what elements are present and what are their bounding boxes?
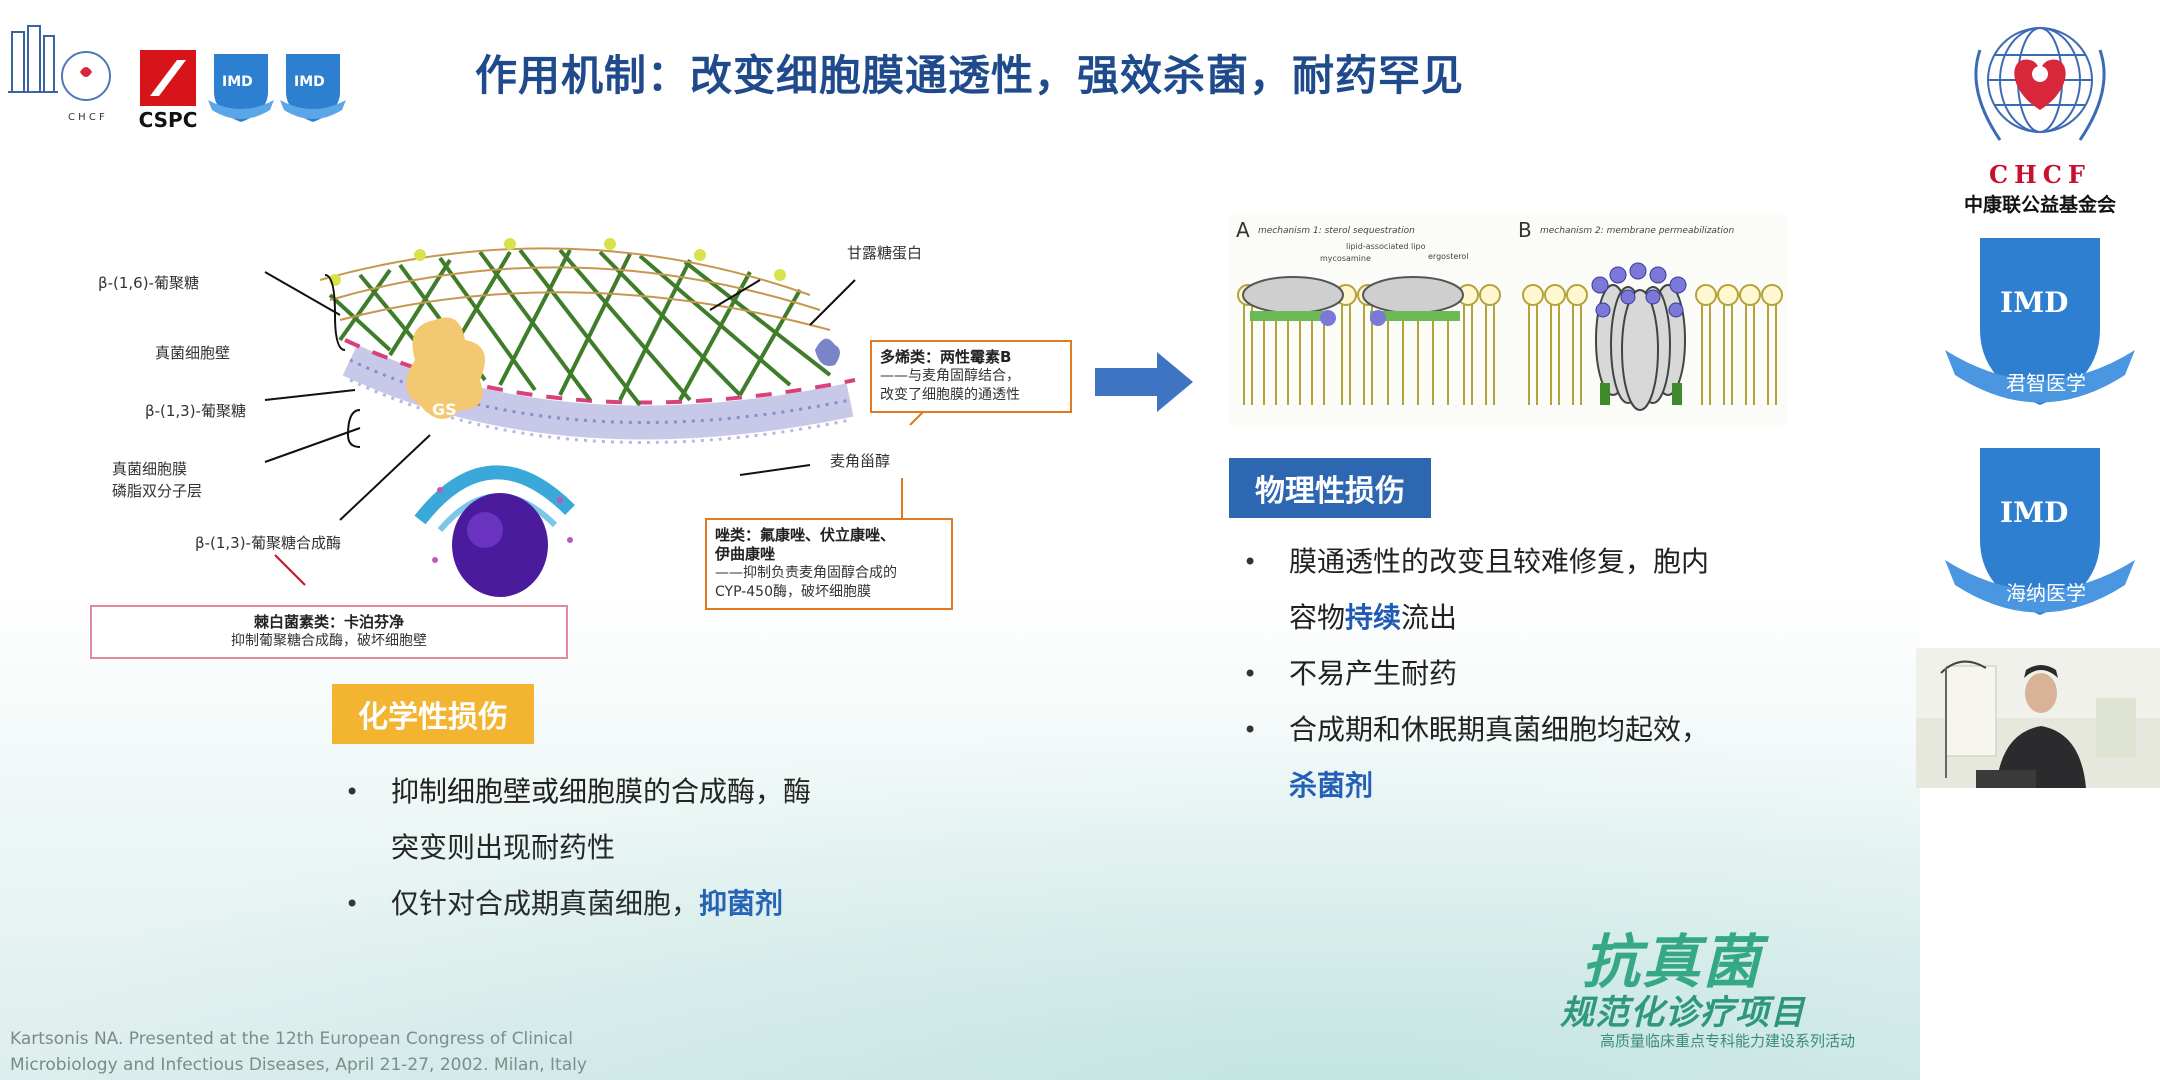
citation-line-1: Kartsonis NA. Presented at the 12th Euro… — [10, 1029, 573, 1049]
citation-line-2: Microbiology and Infectious Diseases, Ap… — [10, 1055, 587, 1075]
callout-polyene-line1: ——与麦角固醇结合， — [880, 368, 1020, 384]
callout-azole: 唑类：氟康唑、伏立康唑、 伊曲康唑 ——抑制负责麦角固醇合成的 CYP-450酶… — [705, 518, 953, 610]
shield1-ribbon-text: 君智医学 — [2006, 371, 2086, 395]
physical-damage-tag: 物理性损伤 — [1229, 458, 1431, 518]
small-label-1: lipid-associated lipo — [1346, 242, 1426, 251]
small-label-2: mycosamine — [1320, 254, 1371, 263]
chemical-bullet-1: 抑制细胞壁或细胞膜的合成酶，酶 — [345, 764, 945, 820]
antifungal-project-brand: 抗真菌 规范化诊疗项目 高质量临床重点专科能力建设系列活动 — [1552, 915, 1892, 1055]
physical-bullet-3: 合成期和休眠期真菌细胞均起效， — [1243, 702, 1803, 758]
chcf-globe-logo — [1974, 27, 2106, 141]
cspc-logo: CSPC — [134, 50, 202, 132]
callout-azole-head: 唑类：氟康唑、伏立康唑、 — [715, 526, 896, 544]
callout-echino-head: 棘白菌素类：卡泊芬净 — [253, 613, 404, 631]
shield2-ribbon-text: 海纳医学 — [2006, 581, 2086, 605]
speaker-video — [1916, 648, 2160, 788]
label-ergosterol: 麦角甾醇 — [830, 452, 891, 470]
label-phospholipid-bilayer: 磷脂双分子层 — [112, 482, 203, 500]
cspc-text: CSPC — [138, 108, 198, 132]
small-label-3: ergosterol — [1428, 252, 1469, 261]
slide-title: 作用机制：改变细胞膜通透性，强效杀菌，耐药罕见 — [475, 51, 1465, 100]
chemical-damage-tag: 化学性损伤 — [332, 684, 534, 744]
physical-bullet-2: 不易产生耐药 — [1243, 646, 1803, 702]
physical-bullet-1: 膜通透性的改变且较难修复，胞内 — [1243, 534, 1803, 590]
panel-b-letter: B — [1518, 218, 1532, 242]
panel-b-caption: mechanism 2: membrane permeabilization — [1540, 226, 1734, 236]
callout-polyene-head: 多烯类：两性霉素B — [880, 348, 1012, 366]
membrane-mechanism-figure: A mechanism 1: sterol sequestration B me… — [1228, 215, 1788, 425]
label-b13-glucan: β-(1,3)-葡聚糖 — [145, 402, 246, 420]
slide: C H C F CSPC IMD IMD 作用机制：改变细胞膜通透性，强效杀菌，… — [0, 0, 1920, 1080]
physical-bullet-1-cont: 容物持续流出 — [1243, 590, 1803, 646]
cspc-mark-icon — [140, 50, 196, 106]
shield1-imd-text: IMD — [2000, 286, 2068, 319]
shield2-imd-text: IMD — [2000, 496, 2068, 529]
callout-azole-head2: 伊曲康唑 — [715, 545, 776, 563]
sponsor-logos: C H C F CSPC IMD IMD — [8, 22, 346, 132]
chemical-bullet-1-text: 抑制细胞壁或细胞膜的合成酶，酶 — [391, 775, 812, 808]
chemical-bullet-2-text: 仅针对合成期真菌细胞， — [391, 887, 700, 920]
physical-bullets: 膜通透性的改变且较难修复，胞内 容物持续流出 不易产生耐药 合成期和休眠期真菌细… — [1243, 534, 1803, 814]
imd-small-text-2: IMD — [294, 74, 325, 90]
sponsor-sidebar: CHCF 中康联公益基金会 IMD 君智医学 IMD 海纳医学 — [1920, 0, 2160, 1080]
chcf-small-caption: C H C F — [68, 112, 105, 123]
right-arrow-icon — [1095, 352, 1193, 412]
imd-logo-small-1: IMD — [208, 48, 274, 132]
physical-bullet-1-text: 膜通透性的改变且较难修复，胞内 — [1289, 545, 1710, 578]
label-cell-wall: 真菌细胞壁 — [155, 344, 231, 362]
callout-echinocandin: 棘白菌素类：卡泊芬净 抑制葡聚糖合成酶，破坏细胞壁 — [90, 605, 568, 659]
callout-polyene-line2: 改变了细胞膜的通透性 — [880, 387, 1020, 403]
imd-small-text-1: IMD — [222, 74, 253, 90]
chemical-bullet-2: 仅针对合成期真菌细胞，抑菌剂 — [345, 876, 945, 932]
chcf-text: CHCF — [1989, 160, 2091, 189]
chemical-bullets: 抑制细胞壁或细胞膜的合成酶，酶 突变则出现耐药性 仅针对合成期真菌细胞，抑菌剂 — [345, 764, 945, 932]
callout-echino-line1: 抑制葡聚糖合成酶，破坏细胞壁 — [231, 633, 427, 649]
physical-bullet-3-text: 合成期和休眠期真菌细胞均起效， — [1289, 713, 1710, 746]
callout-polyene: 多烯类：两性霉素B ——与麦角固醇结合， 改变了细胞膜的通透性 — [870, 340, 1072, 413]
imd-junzhi-logo: IMD 君智医学 — [1945, 238, 2135, 405]
panel-a-caption: mechanism 1: sterol sequestration — [1258, 226, 1415, 236]
fungicidal-highlight: 杀菌剂 — [1289, 769, 1374, 802]
chcf-chinese-name: 中康联公益基金会 — [1963, 194, 2116, 216]
citation: Kartsonis NA. Presented at the 12th Euro… — [10, 1026, 587, 1078]
chemical-bullet-1-cont: 突变则出现耐药性 — [391, 831, 616, 864]
panel-a-letter: A — [1236, 218, 1250, 242]
label-cell-membrane: 真菌细胞膜 — [112, 460, 188, 478]
physical-bullet-3-cont: 杀菌剂 — [1243, 758, 1803, 814]
physical-bullet-1-cont-b: 流出 — [1401, 601, 1458, 634]
physical-bullet-1-cont-a: 容物 — [1289, 601, 1346, 634]
brand-tagline: 高质量临床重点专科能力建设系列活动 — [1600, 1032, 1856, 1050]
gs-label: GS — [432, 400, 457, 419]
imd-haina-logo: IMD 海纳医学 — [1945, 448, 2135, 615]
callout-azole-line2: CYP-450酶，破坏细胞膜 — [715, 584, 871, 600]
brand-title: 抗真菌 — [1582, 928, 1763, 996]
membrane-mechanism-illustration: A mechanism 1: sterol sequestration B me… — [1236, 218, 1783, 411]
callout-azole-line1: ——抑制负责麦角固醇合成的 — [715, 565, 897, 581]
label-b16-glucan: β-(1,6)-葡聚糖 — [98, 274, 199, 292]
sustained-highlight: 持续 — [1345, 601, 1402, 634]
bacteriostatic-highlight: 抑菌剂 — [699, 887, 784, 920]
label-glucan-synthase: β-(1,3)-葡聚糖合成酶 — [195, 534, 341, 552]
speaker-webcam-feed — [1916, 648, 2160, 788]
brand-subtitle: 规范化诊疗项目 — [1560, 993, 1805, 1033]
physical-bullet-2-text: 不易产生耐药 — [1289, 657, 1458, 690]
cell-wall-illustration: GS — [264, 238, 926, 597]
cell-wall-diagram: GS β-(1,6)-葡聚糖 — [90, 200, 1090, 670]
imd-logo-small-2: IMD — [280, 48, 346, 132]
label-mannoprotein: 甘露糖蛋白 — [847, 244, 923, 262]
chcf-small-logo: C H C F — [8, 22, 128, 132]
